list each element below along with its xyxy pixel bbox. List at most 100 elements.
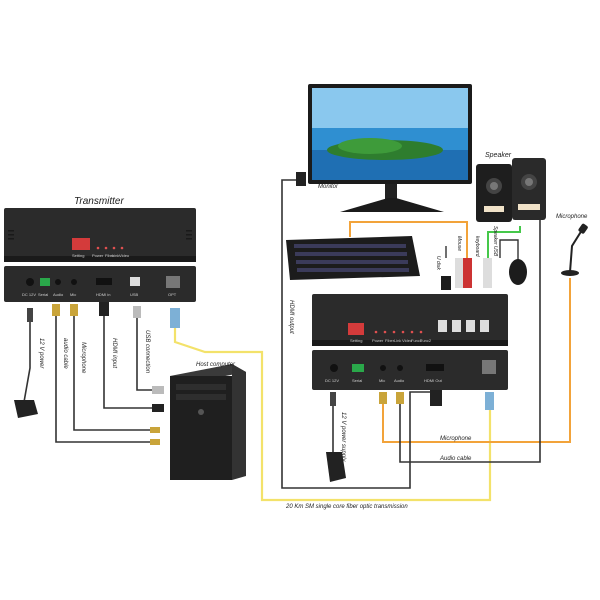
keyboard-usb-plug-icon	[463, 258, 472, 288]
mic-port[interactable]	[71, 279, 77, 285]
rx-mic-port[interactable]	[380, 365, 386, 371]
dc-port[interactable]	[26, 278, 34, 286]
mouse-label: Mouse	[456, 236, 462, 251]
usb-plug-icon	[133, 306, 141, 318]
microphone-icon	[561, 223, 588, 276]
audio-cable-right	[399, 216, 541, 463]
microphone-bottom-label: Microphone	[440, 436, 472, 442]
rx-func2-label: Func2	[420, 338, 432, 343]
audio-plug-pc-icon	[150, 439, 160, 445]
rx-audio-plug-icon	[396, 392, 404, 404]
speaker-usb-cable	[487, 226, 521, 258]
mic-plug-pc-icon	[150, 427, 160, 433]
monitor-icon	[308, 84, 472, 212]
hdmi-output-label: HDMI output	[288, 300, 294, 334]
rx-usb-port-4[interactable]	[480, 320, 489, 332]
rx-audio-port[interactable]	[397, 365, 403, 371]
host-computer-label: Host computer	[196, 362, 236, 368]
rx-opt-port[interactable]	[482, 360, 496, 374]
hdmi-plug-pc-icon	[152, 404, 164, 412]
dc-plug-icon	[27, 308, 33, 322]
audio-cable-bottom-label: Audio cable	[439, 456, 472, 462]
mouse-cable	[499, 239, 519, 262]
transmitter-device: Setting Power Fiber Link Video	[4, 208, 196, 262]
monitor-label: Monitor	[318, 184, 339, 190]
transmitter-label: Transmitter	[74, 196, 124, 207]
fiber-plug-icon	[170, 308, 180, 328]
rx-fiber-plug-icon	[485, 392, 494, 410]
rx-usb-port-2[interactable]	[452, 320, 461, 332]
tx-usb-label: USB	[130, 292, 139, 297]
receiver-device: Setting Power Fiber Link Video Func1 Fun…	[312, 294, 508, 346]
rx-power-adapter-icon	[326, 452, 346, 482]
speaker-usb-plug-icon	[483, 258, 492, 288]
audio-cable-left	[55, 304, 155, 443]
rx-power-label: Power	[372, 338, 384, 343]
rx-hdmi-plug-icon	[430, 390, 442, 406]
serial-port[interactable]	[40, 278, 50, 286]
speaker-label: Speaker	[485, 152, 512, 159]
microphone-left-label: Microphone	[80, 342, 86, 374]
speaker-usb-label: Speaker USB	[492, 226, 498, 257]
rx-dc-label: DC 12V	[325, 378, 339, 383]
receiver-rear: DC 12V Serial Mic Audio HDMI Out	[312, 350, 508, 390]
tx-link-label: Link	[112, 253, 119, 258]
rx-dc-plug-icon	[330, 392, 336, 406]
host-computer-icon	[170, 364, 246, 480]
rx-dc-port[interactable]	[330, 364, 338, 372]
mouse-usb-plug-icon	[455, 258, 464, 288]
opt-port[interactable]	[166, 276, 180, 288]
rx-hdmi-port[interactable]	[426, 364, 444, 371]
udisk-label: U disk	[435, 256, 441, 270]
hdmi-plug-monitor-icon	[296, 172, 306, 186]
tx-audio-label: Audio	[53, 292, 64, 297]
tx-hdmi-label: HDMI in	[96, 292, 110, 297]
udisk-icon	[441, 276, 451, 290]
tx-mic-label: Mic	[70, 292, 76, 297]
rx-usb-port-3[interactable]	[466, 320, 475, 332]
hdmi-input-cable	[103, 302, 160, 409]
tx-opt-label: OPT	[168, 292, 177, 297]
hdmi-in-port[interactable]	[96, 278, 112, 285]
dip-switch-icon[interactable]	[72, 238, 90, 250]
power-left-label: 12 V power	[38, 338, 44, 369]
keyboard-icon	[286, 236, 420, 280]
mic-cable-left	[73, 304, 155, 431]
usb-connection-label: USB connection	[144, 330, 150, 374]
rx-serial-port[interactable]	[352, 364, 364, 372]
rx-setting-label: Setting	[350, 338, 362, 343]
mouse-icon	[509, 259, 527, 285]
rx-video-label: Video	[402, 338, 413, 343]
fiber-label: 20 Km SM single core fiber optic transmi…	[285, 504, 408, 510]
tx-setting-label: Setting	[72, 253, 84, 258]
rx-dip-switch-icon[interactable]	[348, 323, 364, 335]
power-adapter-icon	[14, 400, 38, 418]
audio-port[interactable]	[55, 279, 61, 285]
power-cable-left	[23, 308, 31, 403]
usb-plug-pc-icon	[152, 386, 164, 394]
tx-power-label: Power	[92, 253, 104, 258]
usb-port[interactable]	[130, 277, 140, 286]
keyboard-cable	[349, 221, 468, 258]
rx-link-label: Link	[394, 338, 401, 343]
speaker-icon	[476, 158, 546, 222]
rx-usb-port-1[interactable]	[438, 320, 447, 332]
rx-func1-label: Func1	[411, 338, 423, 343]
fiber-cable	[173, 328, 492, 502]
rx-mic-plug-icon	[379, 392, 387, 404]
tx-dc-label: DC 12V	[22, 292, 36, 297]
transmitter-rear: DC 12V Serial Audio Mic HDMI in USB OPT	[4, 266, 196, 302]
rx-serial-label: Serial	[352, 378, 362, 383]
rx-fiber-label: Fiber	[385, 338, 395, 343]
audio-cable-left-label: audio cable	[62, 338, 68, 369]
audio-plug-icon	[52, 304, 60, 316]
keyboard-label: keyboard	[474, 236, 480, 257]
mic-plug-icon	[70, 304, 78, 316]
hdmi-input-label: HDMI input	[111, 338, 117, 368]
microphone-cable	[382, 278, 571, 443]
tx-serial-label: Serial	[38, 292, 48, 297]
rx-mic-label: Mic	[379, 378, 385, 383]
hdmi-plug-icon	[99, 302, 109, 316]
